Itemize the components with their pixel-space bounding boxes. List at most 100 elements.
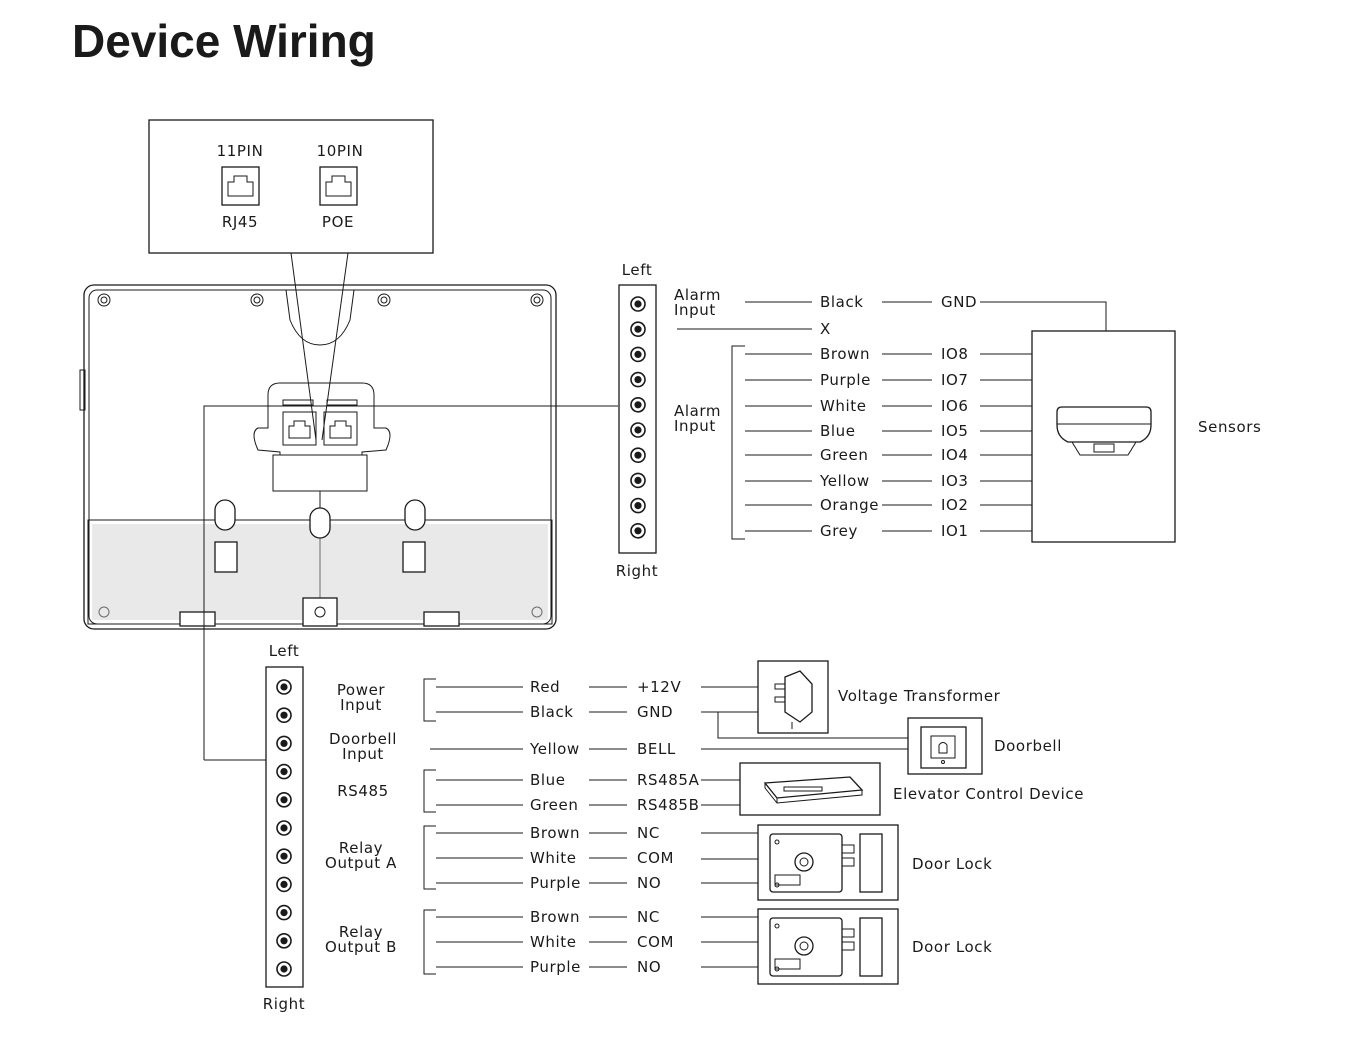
top-terminal-strip — [618, 284, 657, 554]
wire-color-label: Black — [530, 703, 574, 721]
bottom-terminal — [276, 679, 292, 695]
bottom-terminal — [276, 961, 292, 977]
top-terminal — [630, 497, 646, 514]
bottom-terminal — [276, 735, 292, 752]
signal-label: IO1 — [941, 522, 969, 540]
door-lock-b-box — [757, 908, 899, 985]
top-terminal — [630, 371, 646, 388]
wire-color-label: Purple — [820, 371, 871, 389]
bottom-terminal — [276, 904, 292, 921]
signal-label: BELL — [637, 740, 676, 758]
bottom-terminal — [276, 848, 292, 865]
bottom-terminal-block: Left Right Power Input Doorbell Input RS… — [263, 642, 1084, 1013]
wire-color-label: White — [530, 933, 577, 951]
signal-label: COM — [637, 849, 674, 867]
signal-label: IO6 — [941, 397, 969, 415]
bottom-terminal — [276, 791, 292, 808]
signal-label: IO4 — [941, 446, 969, 464]
door-lock-a-label: Door Lock — [912, 855, 992, 873]
door-lock-b-label: Door Lock — [912, 938, 992, 956]
top-terminal — [630, 296, 646, 312]
pin11-label: 11PIN — [217, 142, 264, 160]
wire-color-label: Green — [820, 446, 868, 464]
relay-b-label-a: Relay — [339, 923, 383, 941]
bottom-block-left-label: Left — [269, 642, 300, 660]
page-title: Device Wiring — [72, 15, 376, 67]
power-adapter-icon — [774, 670, 813, 729]
bottom-block-right-label: Right — [263, 995, 306, 1013]
relay-b-label-b: Output B — [325, 938, 397, 956]
rj45-port-icon — [221, 166, 260, 206]
wire-color-label: Blue — [530, 771, 566, 789]
bottom-terminal — [276, 763, 292, 780]
device-rear-view — [79, 284, 557, 630]
power-input-label-a: Power — [337, 681, 386, 699]
signal-label: NO — [637, 874, 661, 892]
top-terminal — [630, 447, 646, 464]
top-block-right-label: Right — [616, 562, 659, 580]
top-terminal — [630, 396, 646, 413]
wire-color-label: Blue — [820, 422, 856, 440]
port-callout-frame — [148, 119, 434, 254]
bottom-terminal — [276, 707, 292, 724]
alarm-input-label-1b: Input — [674, 301, 716, 319]
signal-label: IO2 — [941, 496, 969, 514]
relay-a-label-b: Output A — [325, 854, 397, 872]
top-terminal — [630, 346, 646, 363]
bottom-terminal — [276, 820, 292, 836]
elevator-control-label: Elevator Control Device — [893, 785, 1084, 803]
wire-color-label: Grey — [820, 522, 858, 540]
top-terminal-block: Left Right Alarm Input Alarm Input Black… — [616, 261, 1261, 580]
wire-color-label: Yellow — [529, 740, 580, 758]
bottom-terminal — [276, 932, 292, 949]
wire-color-label: Yellow — [819, 472, 870, 490]
signal-label: NO — [637, 958, 661, 976]
bottom-terminal — [276, 876, 292, 893]
signal-label: COM — [637, 933, 674, 951]
signal-label: NC — [637, 824, 660, 842]
screw-icon — [97, 293, 544, 618]
top-terminal — [630, 522, 646, 539]
signal-label: IO7 — [941, 371, 969, 389]
smoke-sensor-icon — [1056, 406, 1152, 456]
signal-label: IO8 — [941, 345, 969, 363]
signal-label: +12V — [637, 678, 681, 696]
doorbell-input-label-b: Input — [342, 745, 384, 763]
alarm-input-label-2a: Alarm — [674, 402, 721, 420]
wire-color-label: X — [820, 320, 831, 338]
door-lock-icon — [769, 917, 883, 977]
doorbell-box — [907, 717, 983, 775]
pin10-label: 10PIN — [317, 142, 364, 160]
sensors-box — [1031, 330, 1176, 543]
wire-color-label: Brown — [530, 908, 580, 926]
door-lock-icon — [769, 833, 883, 893]
rj45-label: RJ45 — [222, 213, 258, 231]
top-block-left-label: Left — [622, 261, 653, 279]
signal-label: IO3 — [941, 472, 969, 490]
doorbell-input-label-a: Doorbell — [329, 730, 397, 748]
power-input-label-b: Input — [340, 696, 382, 714]
alarm-input-label-2b: Input — [674, 417, 716, 435]
voltage-transformer-label: Voltage Transformer — [838, 687, 1001, 705]
wire-color-label: White — [820, 397, 867, 415]
bottom-terminal-strip — [265, 666, 304, 988]
poe-label: POE — [322, 213, 354, 231]
sensors-label: Sensors — [1198, 418, 1261, 436]
wire-color-label: Purple — [530, 874, 581, 892]
rs485-label: RS485 — [337, 782, 389, 800]
signal-label: NC — [637, 908, 660, 926]
signal-label: RS485B — [637, 796, 699, 814]
wire-color-label: Orange — [820, 496, 879, 514]
transformer-box — [757, 660, 829, 734]
wire-color-label: Red — [530, 678, 560, 696]
port-callout: 11PIN 10PIN RJ45 POE — [148, 119, 434, 441]
signal-label: IO5 — [941, 422, 969, 440]
wire-color-label: Purple — [530, 958, 581, 976]
elevator-controller-icon — [763, 776, 864, 804]
top-terminal — [630, 422, 646, 438]
doorbell-icon — [920, 726, 967, 769]
doorbell-label: Doorbell — [994, 737, 1062, 755]
wire-color-label: Brown — [530, 824, 580, 842]
top-terminal — [630, 472, 646, 489]
